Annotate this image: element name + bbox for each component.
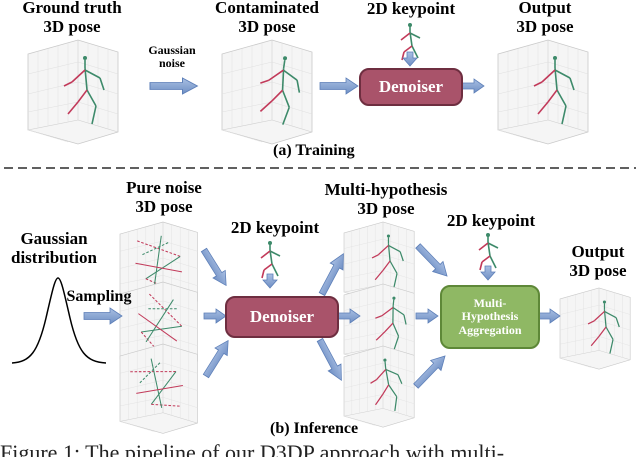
- arrow-noise2-to-denoiser: [203, 308, 227, 324]
- training-noise-line2: noise: [158, 56, 185, 71]
- arrow-noise1-to-denoiser: [197, 245, 233, 290]
- training-noise-label: Gaussian noise: [142, 43, 202, 71]
- sampling-label: Sampling: [66, 288, 132, 305]
- pure-noise-line1: Pure noise: [126, 178, 202, 197]
- figure-caption: Figure 1: The pipeline of our D3DP appro…: [0, 440, 505, 457]
- training-kp-label: 2D keypoint: [366, 0, 456, 18]
- training-gt-label: Ground truth 3D pose: [22, 0, 122, 36]
- training-output-line1: Output: [518, 0, 572, 17]
- training-cube-output: [497, 39, 589, 145]
- training-arrow-noise: [149, 77, 198, 95]
- gaussian-line2: distribution: [11, 248, 97, 268]
- inference-denoiser-box: Denoiser: [225, 296, 339, 338]
- arrow-denoiser-to-hyp3: [313, 336, 349, 385]
- gaussian-curve-icon: [11, 277, 107, 364]
- training-cube-gt: [27, 39, 119, 145]
- arrow-hyp2-to-agg: [415, 308, 439, 324]
- aggregation-line1: Multi-: [473, 296, 507, 311]
- training-denoiser-box: Denoiser: [359, 68, 463, 106]
- training-noise-line1: Gaussian: [148, 43, 196, 57]
- aggregation-line2: Hypothesis: [461, 309, 519, 324]
- gaussian-line1: Gaussian: [20, 229, 88, 248]
- training-arrow-to-output: [461, 78, 485, 94]
- training-output-label: Output 3D pose: [502, 0, 588, 36]
- inference-output-line1: Output: [571, 242, 625, 261]
- aggregation-box: Multi- Hypothesis Aggregation: [440, 285, 540, 349]
- training-contam-line2: 3D pose: [238, 17, 296, 37]
- training-cube-contam: [221, 39, 313, 145]
- multi-hyp-line1: Multi-hypothesis: [324, 180, 448, 199]
- inference-caption: (b) Inference: [270, 420, 359, 437]
- inference-kp1-skeleton: [260, 240, 281, 279]
- inference-kp2-arrow: [480, 265, 496, 281]
- training-contam-line1: Contaminated: [215, 0, 319, 17]
- training-contam-label: Contaminated 3D pose: [208, 0, 326, 36]
- arrow-agg-to-output: [537, 308, 561, 324]
- arrow-hyp3-to-agg: [410, 350, 451, 392]
- pure-noise-cube-3: [119, 343, 198, 434]
- pure-noise-line2: 3D pose: [135, 197, 193, 217]
- aggregation-line3: Aggregation: [458, 322, 522, 337]
- inference-output-cube: [559, 287, 631, 370]
- inference-kp2-skeleton: [478, 232, 499, 271]
- training-caption: (a) Training: [273, 142, 355, 159]
- inference-kp1-label: 2D keypoint: [230, 218, 320, 237]
- training-arrow-to-denoiser: [319, 77, 359, 95]
- multi-hyp-line2: 3D pose: [357, 199, 415, 219]
- arrow-noise3-to-denoiser: [199, 336, 235, 381]
- pure-noise-label: Pure noise 3D pose: [118, 178, 210, 216]
- inference-kp1-arrow: [262, 273, 278, 289]
- training-kp-arrow: [402, 51, 418, 67]
- multi-hyp-label: Multi-hypothesis 3D pose: [316, 180, 456, 218]
- gaussian-label: Gaussian distribution: [6, 229, 102, 267]
- training-gt-line1: Ground truth: [22, 0, 122, 17]
- training-output-line2: 3D pose: [516, 17, 574, 37]
- inference-kp2-label: 2D keypoint: [446, 211, 536, 230]
- arrow-hyp1-to-agg: [412, 240, 453, 282]
- inference-output-line2: 3D pose: [569, 261, 627, 281]
- sampling-arrow: [83, 307, 123, 325]
- inference-output-label: Output 3D pose: [558, 242, 638, 280]
- multi-hyp-cube-3: [343, 345, 415, 428]
- training-gt-line2: 3D pose: [43, 17, 101, 37]
